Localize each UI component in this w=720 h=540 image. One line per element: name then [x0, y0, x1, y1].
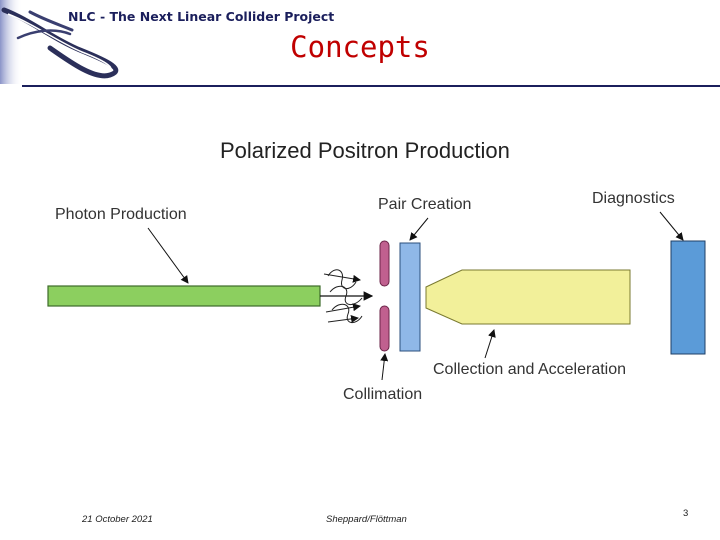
diagram-title: Polarized Positron Production [220, 138, 510, 163]
photon-pointer [147, 227, 189, 284]
footer-date: 21 October 2021 [82, 514, 153, 525]
collimation-pointer [380, 353, 389, 381]
footer-authors: Sheppard/Flöttman [326, 514, 407, 525]
collection-pointer [484, 329, 496, 359]
project-title: NLC - The Next Linear Collider Project [68, 9, 335, 24]
diagnostics-pointer [659, 211, 684, 241]
collimator-bottom [379, 305, 390, 352]
pair-pointer [409, 217, 429, 241]
label-collimation: Collimation [343, 386, 423, 403]
collection-accelerator [425, 269, 631, 325]
header-divider [22, 85, 720, 87]
scattered-photons-icon [323, 269, 363, 323]
label-photon-production: Photon Production [55, 206, 187, 223]
photon-beam [47, 285, 321, 307]
slide-title: Concepts [290, 30, 430, 64]
label-collection-acceleration: Collection and Acceleration [433, 361, 627, 378]
label-pair-creation: Pair Creation [378, 196, 472, 213]
page-number: 3 [683, 508, 689, 519]
nlc-logo-icon [0, 0, 119, 84]
collimator-top [379, 240, 390, 287]
diagnostics-block [670, 240, 706, 355]
pair-creation-target [399, 242, 421, 352]
label-diagnostics: Diagnostics [592, 190, 675, 207]
